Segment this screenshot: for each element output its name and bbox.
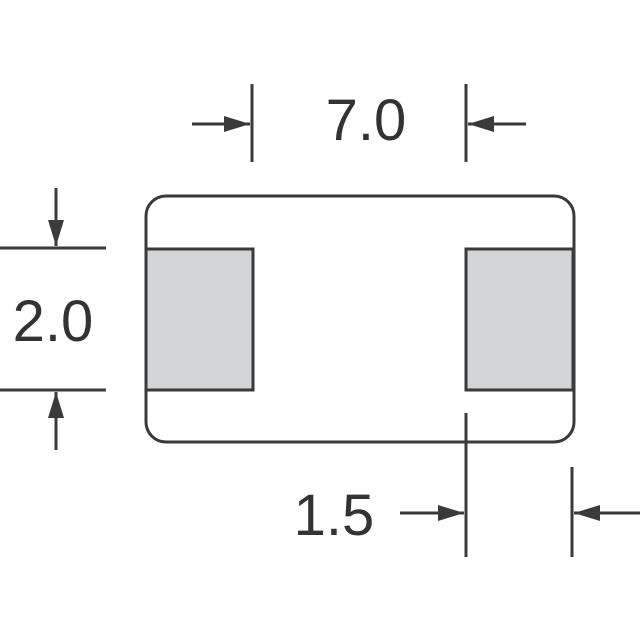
arrowhead-right-icon <box>224 116 250 132</box>
length-label: 7.0 <box>326 88 407 153</box>
pad-height-label: 2.0 <box>13 289 94 354</box>
arrowhead-up-icon <box>48 392 64 418</box>
arrowhead-down-icon <box>48 220 64 246</box>
pad-height-dimension <box>0 188 106 450</box>
arrowhead-left-icon <box>468 116 494 132</box>
arrowhead-left-icon <box>574 505 600 521</box>
pad-width-label: 1.5 <box>294 483 375 548</box>
right-terminal-pad <box>464 247 575 392</box>
arrowhead-right-icon <box>438 505 464 521</box>
left-terminal-pad <box>144 247 255 392</box>
pad-width-dimension <box>400 413 640 557</box>
length-dimension <box>192 84 526 162</box>
